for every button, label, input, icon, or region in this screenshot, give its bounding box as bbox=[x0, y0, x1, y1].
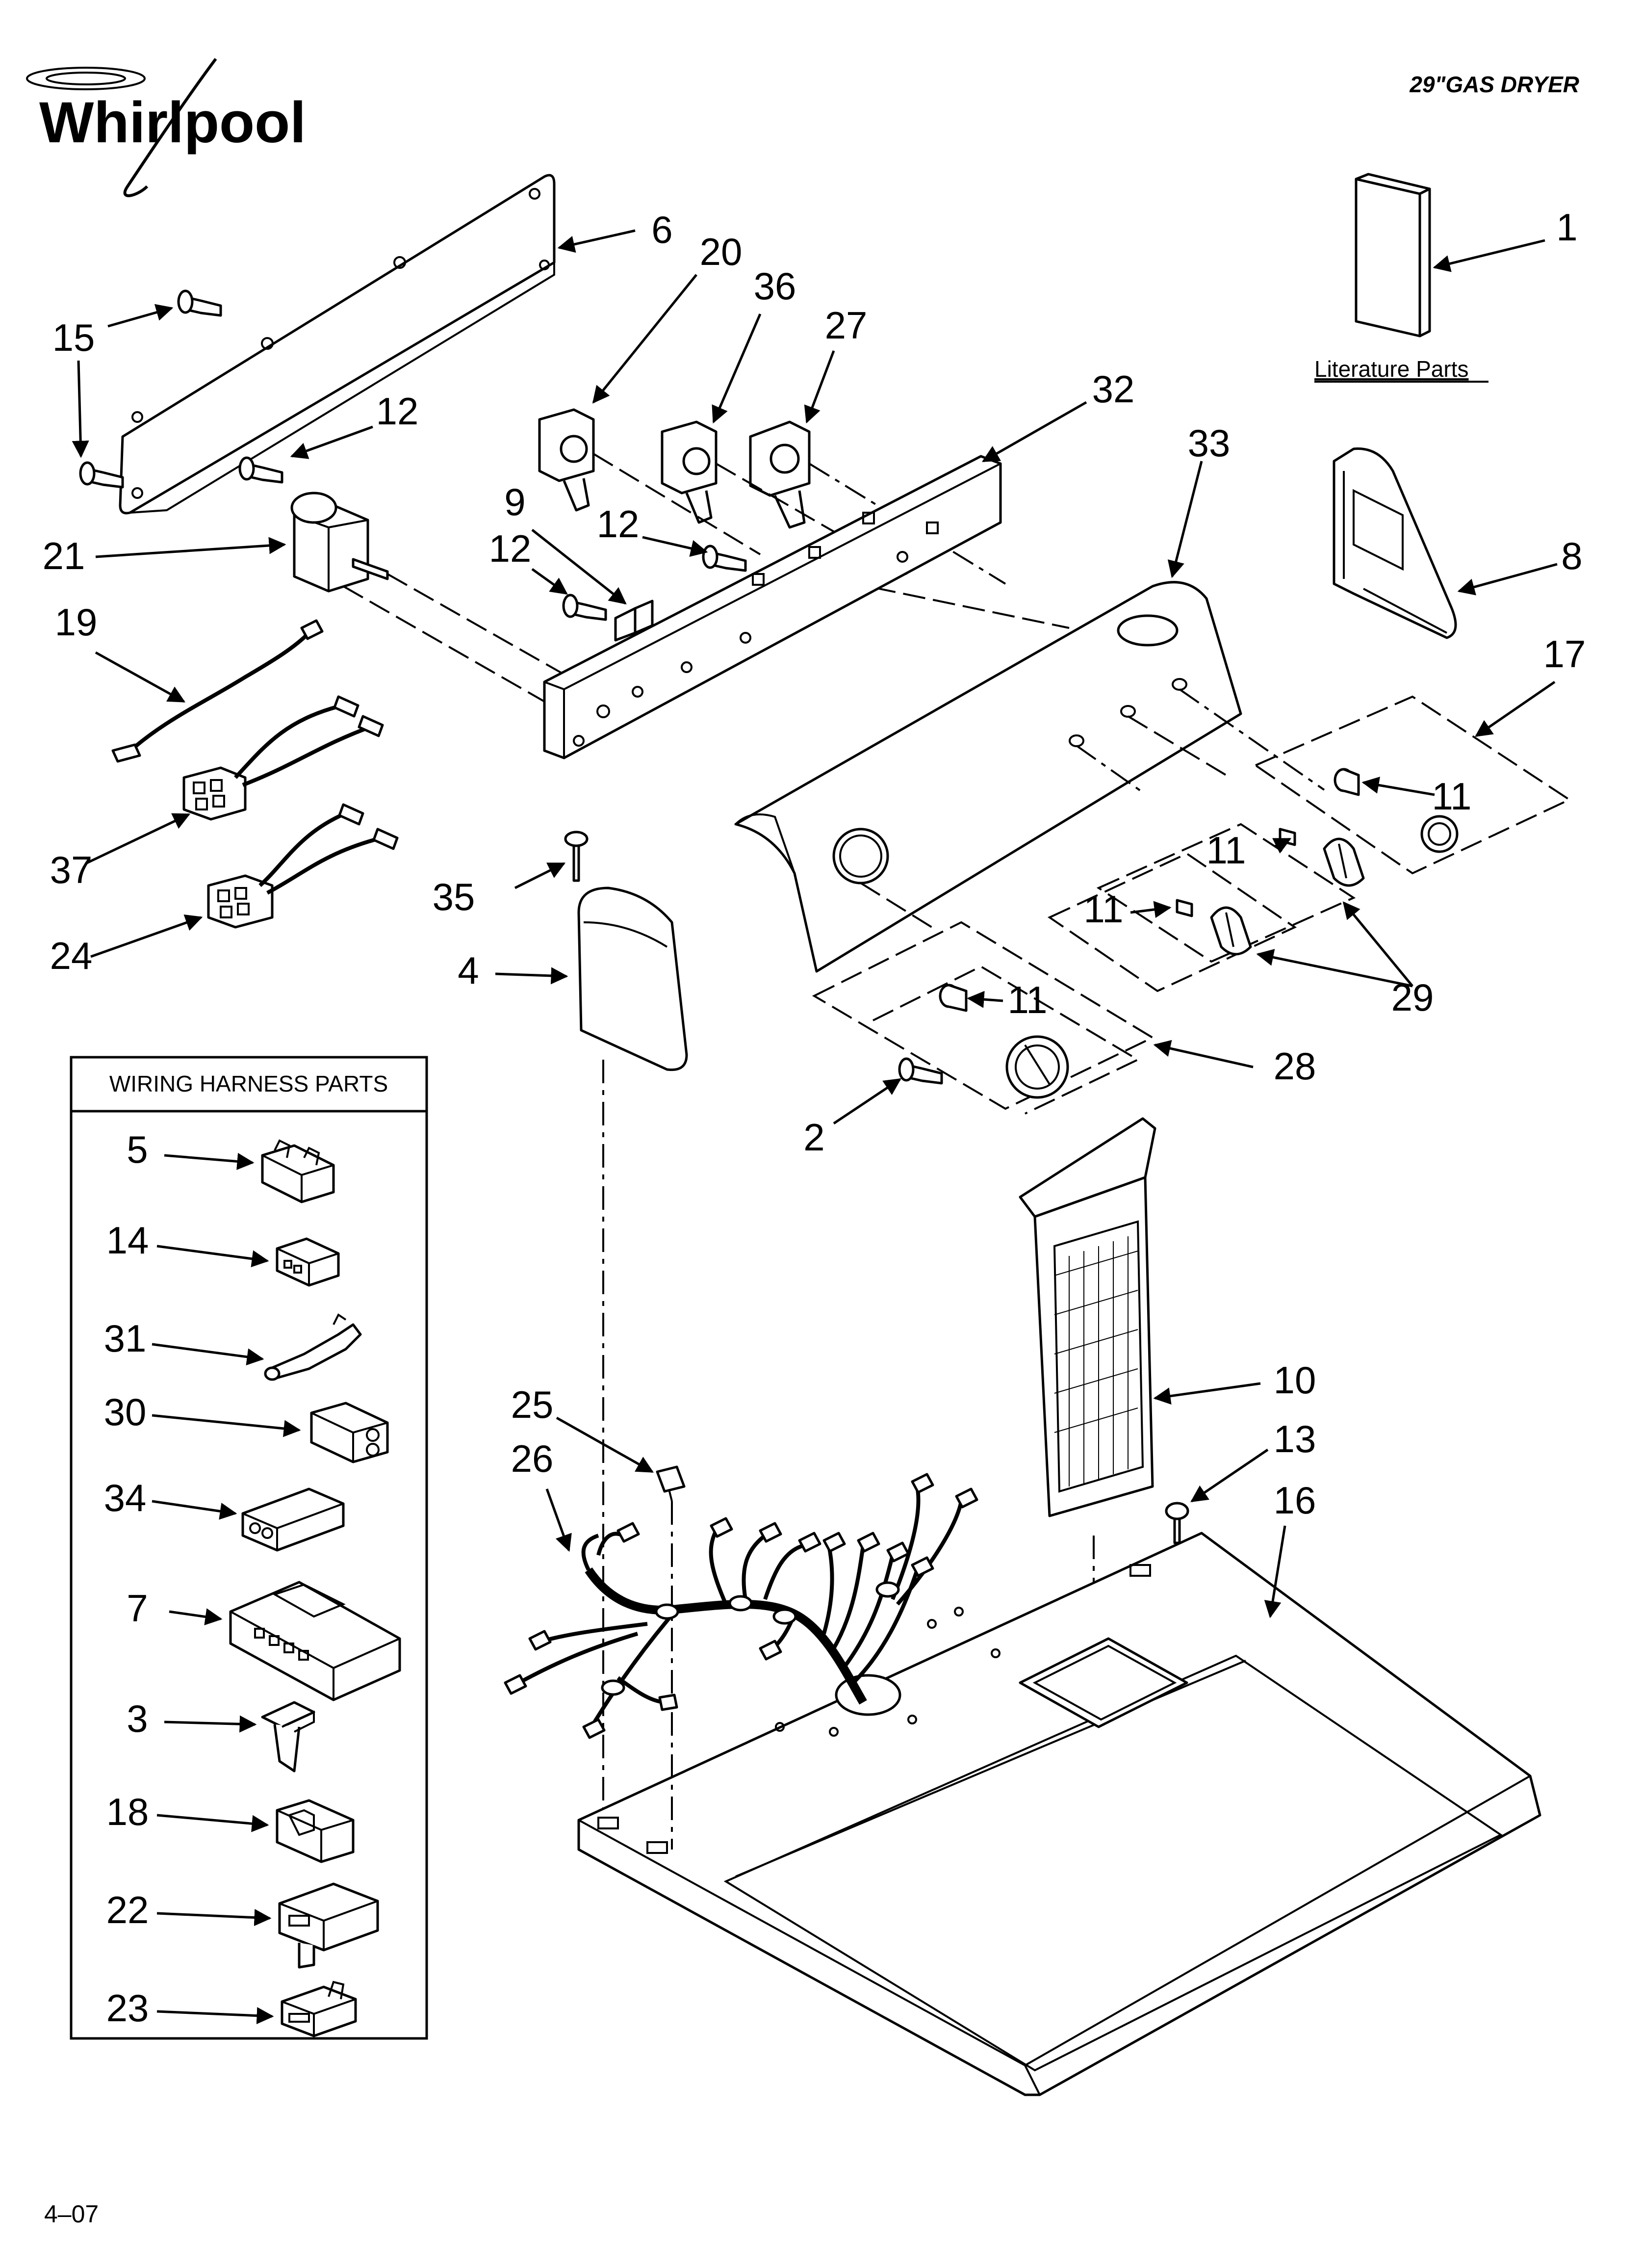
screw-35 bbox=[564, 831, 589, 882]
callout-30: 30 bbox=[104, 1390, 147, 1434]
callout-33: 33 bbox=[1188, 421, 1231, 465]
model-title: 29"GAS DRYER bbox=[1409, 72, 1579, 97]
knob-28 bbox=[1005, 1035, 1069, 1099]
callout-27: 27 bbox=[825, 304, 868, 347]
callout-12-c: 12 bbox=[597, 502, 640, 546]
literature-booklet bbox=[1355, 173, 1431, 338]
knob-group-29b-outline bbox=[1047, 852, 1297, 992]
logo-swirl-icon bbox=[26, 67, 146, 90]
connector-22 bbox=[278, 1882, 379, 1969]
wiring-harness-parts-box: WIRING HARNESS PARTS bbox=[70, 1056, 428, 2040]
callout-11-b: 11 bbox=[1206, 829, 1246, 872]
callout-10: 10 bbox=[1274, 1358, 1316, 1402]
callout-24: 24 bbox=[50, 934, 93, 977]
callout-28: 28 bbox=[1274, 1044, 1316, 1088]
callout-12-a: 12 bbox=[376, 390, 419, 433]
callout-18: 18 bbox=[106, 1790, 149, 1833]
whirlpool-logo: Whirlpool bbox=[26, 58, 306, 197]
callout-22: 22 bbox=[106, 1888, 149, 1931]
callout-1: 1 bbox=[1556, 206, 1577, 249]
callout-36: 36 bbox=[754, 264, 796, 308]
callout-8: 8 bbox=[1561, 534, 1582, 577]
callout-13: 13 bbox=[1274, 1417, 1316, 1460]
top-cover bbox=[577, 1532, 1541, 2096]
callout-32: 32 bbox=[1092, 367, 1135, 411]
callout-7: 7 bbox=[127, 1587, 148, 1630]
wiring-box-title: WIRING HARNESS PARTS bbox=[109, 1071, 388, 1096]
screw-12-right bbox=[702, 545, 747, 572]
screw-12-left bbox=[238, 456, 283, 484]
harness-clip-25 bbox=[656, 1465, 686, 1502]
wire-harness-24 bbox=[207, 803, 399, 929]
callout-16: 16 bbox=[1274, 1479, 1316, 1522]
knob-29-upper bbox=[1323, 837, 1365, 887]
callout-31: 31 bbox=[104, 1317, 147, 1360]
timer bbox=[290, 492, 389, 593]
connector-23 bbox=[281, 1981, 357, 2037]
rear-console-panel bbox=[119, 174, 556, 515]
connector-30 bbox=[310, 1402, 389, 1463]
screw-15-lower bbox=[79, 461, 124, 489]
connector-14 bbox=[276, 1237, 340, 1287]
knob-group-17-outline bbox=[1253, 695, 1572, 875]
knob-group-29a-outline bbox=[1096, 823, 1356, 963]
wire-jumper-19 bbox=[111, 619, 324, 763]
callout-21: 21 bbox=[43, 534, 85, 577]
callout-6: 6 bbox=[651, 208, 672, 251]
end-cap-right bbox=[1333, 447, 1457, 639]
callout-9: 9 bbox=[504, 480, 525, 523]
callout-3: 3 bbox=[127, 1697, 148, 1740]
callout-35: 35 bbox=[433, 875, 475, 918]
screw-15-upper bbox=[177, 289, 222, 317]
main-wire-harness-26 bbox=[504, 1473, 978, 1739]
terminal-31 bbox=[264, 1313, 362, 1381]
callout-15: 15 bbox=[52, 316, 95, 359]
date-code: 4–07 bbox=[44, 2200, 99, 2228]
screw-13 bbox=[1165, 1502, 1189, 1544]
console-mounting-bracket bbox=[543, 455, 1002, 759]
callout-4: 4 bbox=[458, 949, 479, 992]
screw-2 bbox=[898, 1057, 943, 1085]
callout-11-d: 11 bbox=[1008, 978, 1048, 1021]
callout-23: 23 bbox=[106, 1986, 149, 2030]
lint-screen bbox=[1019, 1117, 1156, 1517]
bushing-11-low bbox=[1176, 899, 1193, 917]
callout-2: 2 bbox=[803, 1116, 824, 1159]
callout-26: 26 bbox=[511, 1437, 554, 1480]
callout-20: 20 bbox=[700, 230, 743, 273]
callout-11-a: 11 bbox=[1432, 775, 1472, 818]
callout-17: 17 bbox=[1543, 632, 1586, 676]
callout-5: 5 bbox=[127, 1128, 148, 1171]
callout-11-c: 11 bbox=[1084, 887, 1124, 931]
knob-group-28-outline bbox=[812, 921, 1155, 1110]
end-cap-left bbox=[577, 886, 688, 1071]
screw-12-middle bbox=[562, 594, 607, 621]
wire-harness-37 bbox=[182, 695, 384, 821]
bushing-11-top bbox=[1334, 768, 1360, 796]
switch-27 bbox=[749, 420, 811, 529]
callout-14: 14 bbox=[106, 1219, 149, 1262]
callout-37: 37 bbox=[50, 848, 93, 891]
connector-5 bbox=[261, 1139, 335, 1203]
control-console bbox=[734, 581, 1242, 973]
bracket-9 bbox=[614, 600, 654, 642]
connector-18 bbox=[276, 1799, 355, 1863]
callout-19: 19 bbox=[55, 600, 98, 644]
brand-name: Whirlpool bbox=[39, 90, 306, 155]
callout-29: 29 bbox=[1391, 976, 1434, 1019]
callout-25: 25 bbox=[511, 1383, 554, 1426]
bushing-11-lower bbox=[939, 984, 968, 1012]
clip-3 bbox=[261, 1701, 315, 1773]
connector-7 bbox=[229, 1581, 401, 1701]
callout-12-b: 12 bbox=[489, 527, 532, 570]
knob-17 bbox=[1420, 815, 1459, 853]
knob-29-lower bbox=[1210, 906, 1252, 956]
switch-20 bbox=[538, 408, 595, 512]
switch-36 bbox=[661, 420, 718, 524]
literature-label: Literature Parts bbox=[1314, 356, 1468, 382]
connector-34 bbox=[241, 1487, 345, 1552]
callout-34: 34 bbox=[104, 1476, 147, 1519]
